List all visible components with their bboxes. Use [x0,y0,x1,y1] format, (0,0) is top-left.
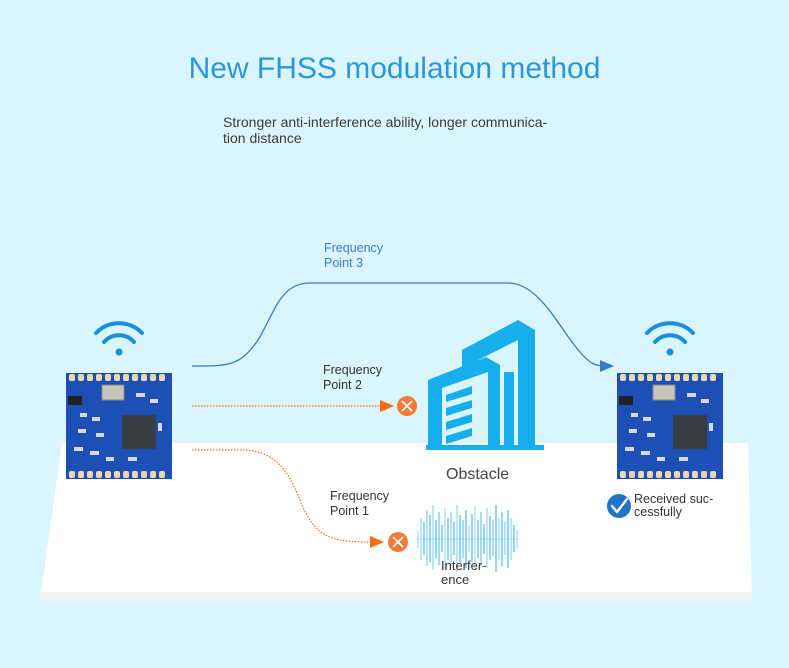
arrow-point2-icon [380,400,394,412]
label-frequency-point-3: Frequency Point 3 [324,241,384,270]
arrow-point1-icon [370,536,384,548]
building-obstacle-icon [426,320,544,450]
label-obstacle: Obstacle [446,466,510,483]
interference-wave-icon [416,505,520,572]
blocked-x-icon-point1 [388,532,408,552]
blocked-x-icon-point2 [397,396,417,416]
page-title: New FHSS modulation method [188,52,601,85]
path-point1 [192,449,373,543]
label-received-successfully: Received suc- cessfully [634,492,714,519]
wifi-icon-receiver [645,321,695,356]
label-frequency-point-2: Frequency Point 2 [323,363,383,392]
receiver-module [617,373,723,479]
transmitter-module [66,373,172,479]
label-interference: Interfer- ence [441,558,487,587]
arrow-point3-icon [600,360,614,372]
page-subtitle: Stronger anti-interference ability, long… [223,114,548,146]
path-point3 [191,282,606,367]
label-frequency-point-1: Frequency Point 1 [330,489,390,518]
wifi-icon-transmitter [94,321,144,356]
check-circle-icon [607,494,631,518]
